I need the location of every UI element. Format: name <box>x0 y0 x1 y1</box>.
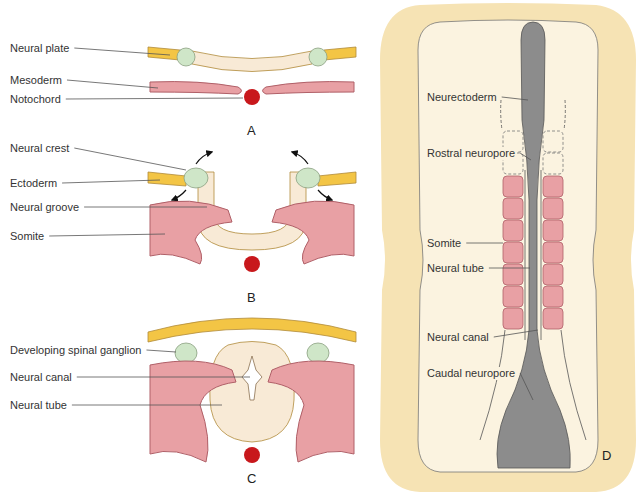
panel-c <box>148 318 356 463</box>
part-label: Somite <box>8 230 46 243</box>
part-label: Mesoderm <box>8 74 64 87</box>
leader-line <box>520 153 531 160</box>
part-label: Notochord <box>8 93 63 106</box>
somite-block <box>503 286 523 307</box>
somite-block <box>543 264 563 285</box>
part-label: Somite <box>425 237 463 250</box>
panel-letter: A <box>245 123 258 138</box>
leader-line <box>466 243 503 244</box>
panel-letter: D <box>600 448 613 463</box>
somite-block <box>543 198 563 219</box>
somite-block <box>503 308 523 329</box>
panel-b <box>148 152 356 272</box>
leader-line <box>489 268 530 269</box>
somite-block <box>543 220 563 241</box>
part-label: Developing spinal ganglion <box>8 344 143 357</box>
leader-line <box>494 330 538 337</box>
leader-line <box>74 148 186 170</box>
panel-letter: B <box>245 290 258 305</box>
leader-line <box>84 207 207 208</box>
somite-block <box>503 264 523 285</box>
part-label: Neural plate <box>8 42 71 55</box>
leader-line <box>49 234 165 236</box>
leader-line <box>502 97 528 100</box>
somite-block <box>503 176 523 197</box>
leader-line <box>520 373 533 400</box>
leader-line <box>72 405 222 406</box>
part-label: Neural tube <box>8 399 69 412</box>
somite-block <box>543 308 563 329</box>
forming-somite <box>543 153 563 174</box>
part-label: Ectoderm <box>8 177 59 190</box>
forming-somite <box>543 131 563 152</box>
part-label: Neural groove <box>8 201 81 214</box>
panel-letter: C <box>245 471 258 486</box>
somite-block <box>503 242 523 263</box>
part-label: Neural canal <box>425 331 491 344</box>
leader-line <box>66 98 243 99</box>
somite-block <box>503 220 523 241</box>
somite-block <box>543 176 563 197</box>
part-label: Neural tube <box>425 262 486 275</box>
part-label: Neural canal <box>8 371 74 384</box>
leader-line <box>74 48 170 55</box>
somite-block <box>543 286 563 307</box>
somite-block <box>543 242 563 263</box>
leader-line <box>67 80 158 88</box>
part-label: Neural crest <box>8 142 71 155</box>
panel-d <box>380 3 636 492</box>
leader-line <box>77 377 250 378</box>
somite-block <box>503 198 523 219</box>
part-label: Caudal neuropore <box>425 367 517 380</box>
part-label: Neurectoderm <box>425 91 499 104</box>
leader-line <box>146 350 176 352</box>
panel-a <box>148 47 356 105</box>
leader-line <box>62 180 160 183</box>
part-label: Rostral neuropore <box>425 147 517 160</box>
